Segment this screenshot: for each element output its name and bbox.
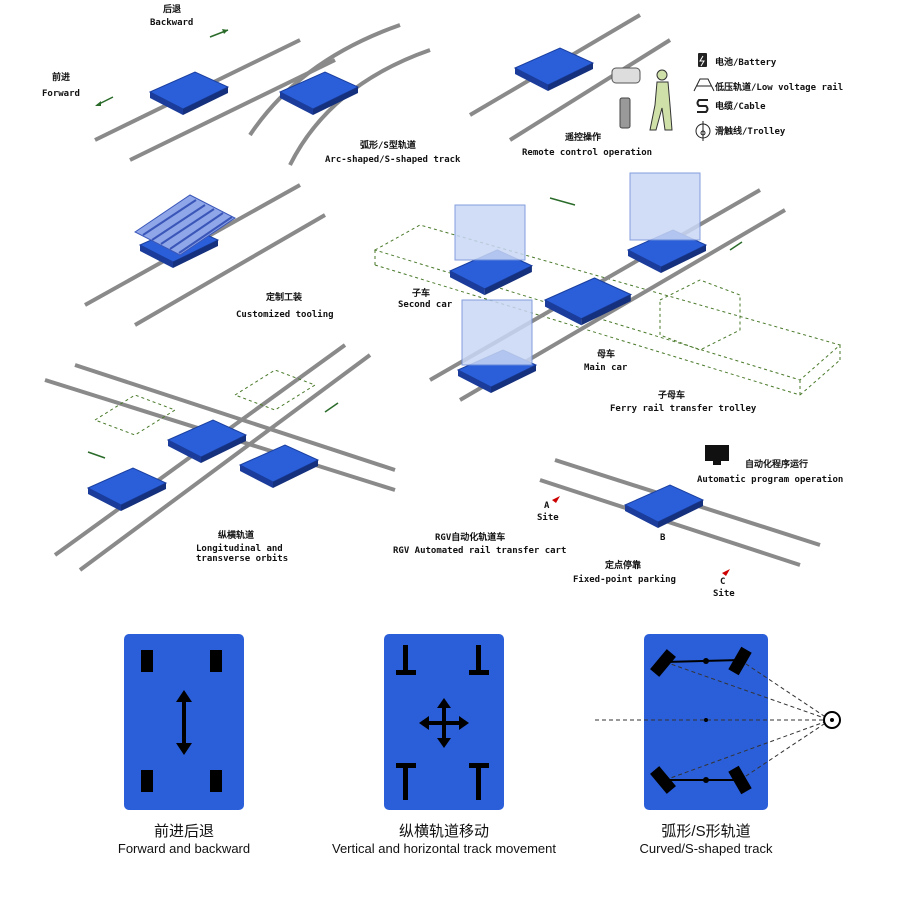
site-c: C bbox=[720, 577, 725, 587]
mode-en: Forward and backward bbox=[117, 841, 251, 856]
monitor-icon bbox=[705, 445, 729, 465]
tooling-zh: 定制工装 bbox=[265, 291, 303, 303]
trolley-icon bbox=[695, 121, 711, 141]
scene-cross-tracks: 纵横轨道 Longitudinal and transverse orbits bbox=[44, 343, 396, 572]
four-way-arrow-icon bbox=[419, 698, 469, 748]
mode-en: Curved/S-shaped track bbox=[639, 841, 773, 856]
cross-label-1: Longitudinal and bbox=[196, 543, 283, 554]
arc-track-zh: 弧形/S型轨道 bbox=[360, 139, 416, 151]
site-c-label: Site bbox=[713, 588, 735, 599]
mode-zh: 弧形/S形轨道 bbox=[661, 823, 751, 840]
parking-zh: 定点停靠 bbox=[604, 559, 641, 571]
remote-zh: 遥控操作 bbox=[565, 131, 601, 143]
scene-forward-backward: 后退 Backward 前进 Forward bbox=[42, 3, 336, 162]
second-car-label: Second car bbox=[398, 300, 453, 310]
cross-label-2: transverse orbits bbox=[196, 553, 288, 564]
main-car-label: Main car bbox=[584, 362, 628, 373]
mode-caption-curved: 弧形/S形轨道 Curved/S-shaped track bbox=[606, 820, 806, 856]
power-options: 电池/Battery 低压轨道/Low voltage rail 电缆/Cabl… bbox=[693, 53, 843, 141]
power-option-trolley: 滑触线/Trolley bbox=[715, 125, 786, 137]
scene-arc-track: 弧形/S型轨道 Arc-shaped/S-shaped track bbox=[248, 23, 461, 166]
power-option-battery: 电池/Battery bbox=[715, 56, 777, 68]
scene-remote: 遥控操作 Remote control operation bbox=[468, 13, 673, 158]
mode-curved-diagram bbox=[595, 634, 841, 810]
rgv-label: RGV Automated rail transfer cart bbox=[393, 545, 566, 556]
mode-zh: 前进后退 bbox=[153, 823, 214, 840]
remote-controller-icon bbox=[611, 67, 641, 84]
auto-label: Automatic program operation bbox=[697, 474, 843, 485]
parking-label: Fixed-point parking bbox=[573, 574, 676, 585]
site-a: A bbox=[544, 501, 550, 511]
power-option-rail: 低压轨道/Low voltage rail bbox=[714, 81, 843, 93]
backward-label: Backward bbox=[150, 18, 193, 28]
scene-tooling: 定制工装 Customized tooling bbox=[84, 183, 334, 327]
turn-center-icon bbox=[823, 711, 841, 729]
battery-icon bbox=[698, 53, 707, 67]
mode-forward-backward-diagram bbox=[124, 634, 244, 810]
tooling-label: Customized tooling bbox=[236, 309, 334, 320]
arc-track-label: Arc-shaped/S-shaped track bbox=[325, 155, 461, 165]
second-car-zh: 子车 bbox=[412, 287, 430, 299]
operator-icon bbox=[649, 69, 673, 131]
forward-label: Forward bbox=[42, 89, 80, 99]
ferry-zh: 子母车 bbox=[658, 389, 685, 401]
mode-caption-forward-backward: 前进后退 Forward and backward bbox=[84, 820, 284, 856]
mode-cross-diagram bbox=[384, 634, 504, 810]
cable-icon bbox=[696, 99, 709, 113]
cross-zh: 纵横轨道 bbox=[218, 529, 254, 541]
site-b: B bbox=[660, 533, 666, 543]
mode-en: Vertical and horizontal track movement bbox=[332, 841, 556, 856]
main-car-zh: 母车 bbox=[597, 348, 615, 360]
pendant-icon bbox=[619, 97, 631, 129]
vertical-arrow-icon bbox=[176, 690, 192, 755]
rail-icon bbox=[693, 78, 715, 92]
scene-rgv: 自动化程序运行 Automatic program operation A Si… bbox=[393, 445, 843, 599]
site-a-label: Site bbox=[537, 512, 559, 523]
forward-zh: 前进 bbox=[52, 71, 70, 83]
backward-zh: 后退 bbox=[163, 3, 181, 15]
rgv-zh: RGV自动化轨道车 bbox=[435, 531, 505, 543]
scene-ferry: 子车 Second car 母车 Main car 子母车 Ferry rail… bbox=[373, 172, 842, 414]
mode-zh: 纵横轨道移动 bbox=[398, 823, 489, 840]
remote-label: Remote control operation bbox=[522, 147, 652, 158]
power-option-cable: 电缆/Cable bbox=[715, 100, 766, 112]
auto-zh: 自动化程序运行 bbox=[745, 458, 808, 470]
ferry-label: Ferry rail transfer trolley bbox=[610, 403, 757, 414]
mode-caption-cross: 纵横轨道移动 Vertical and horizontal track mov… bbox=[294, 820, 594, 856]
